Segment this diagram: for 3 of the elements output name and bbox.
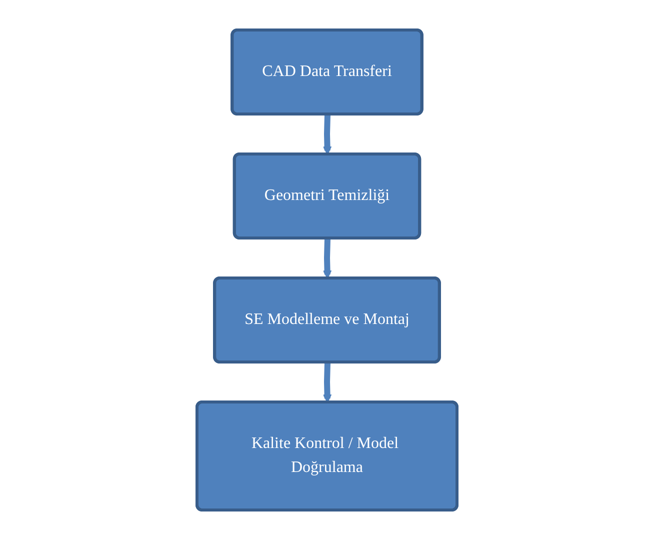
arrow [322,362,332,403]
arrow [322,238,332,279]
arrow [322,114,332,155]
